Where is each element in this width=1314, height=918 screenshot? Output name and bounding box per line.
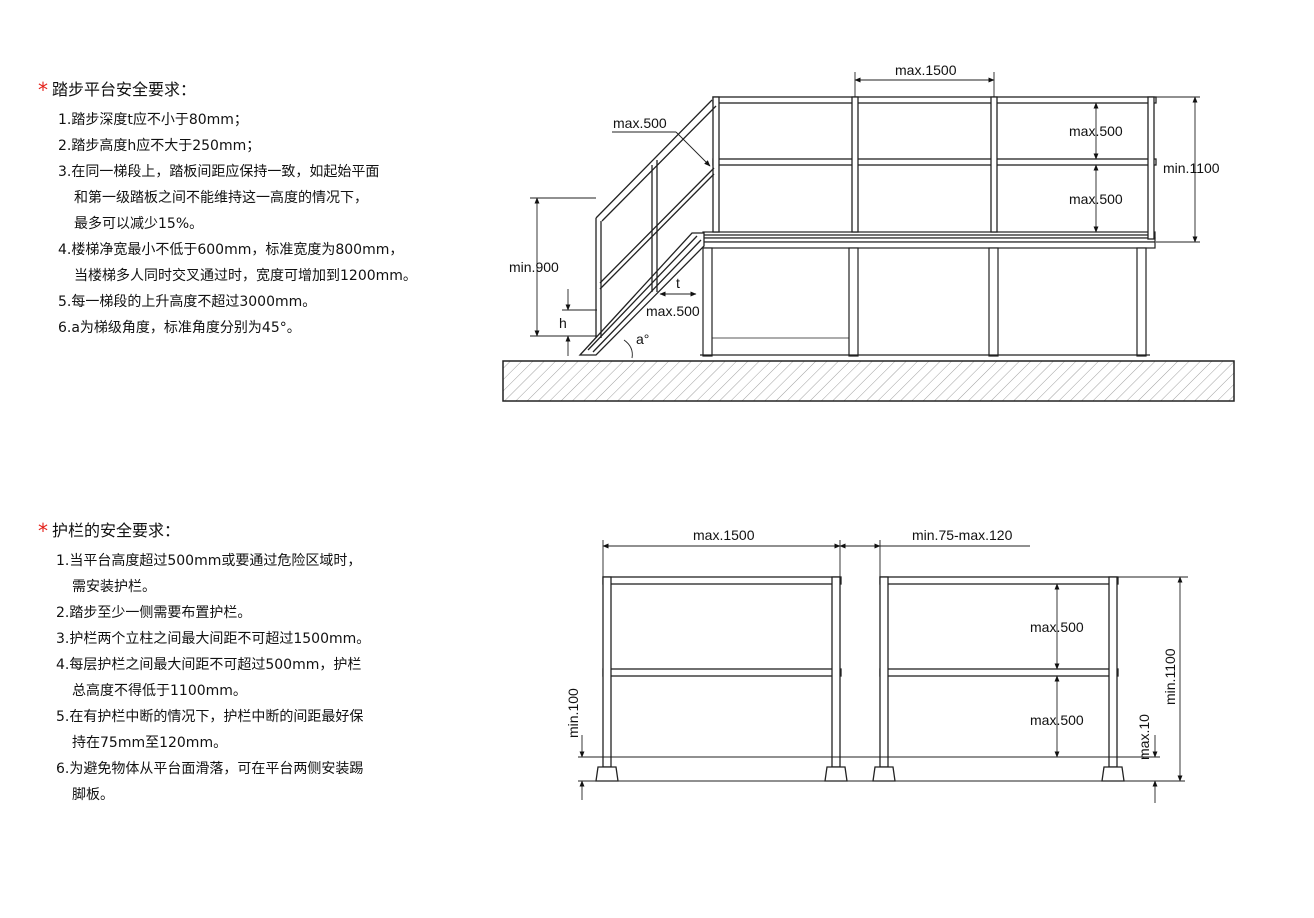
label-total-height: min.1100 xyxy=(1163,160,1220,176)
stair-stringer xyxy=(578,232,705,356)
rail-requirements-list: 1.当平台高度超过500mm或要通过危险区域时， 需安装护栏。 2.踏步至少一侧需要… xyxy=(38,548,370,808)
requirement-item: 3.护栏两个立柱之间最大间距不可超过1500mm。 xyxy=(56,631,371,647)
requirement-item-continued: 和第一级踏板之间不能维持这一高度的情况下， xyxy=(74,190,368,206)
label-angle: a° xyxy=(636,331,649,347)
label-rail-gap-upper-2: max.500 xyxy=(1030,619,1084,635)
platform-guardrail xyxy=(712,96,1157,240)
asterisk-icon: * xyxy=(38,519,48,543)
dim-diagonal xyxy=(612,131,711,167)
dim-total-height xyxy=(1156,96,1200,243)
requirement-item-continued: 需安装护栏。 xyxy=(72,579,156,595)
stair-title: 踏步平台安全要求： xyxy=(52,80,197,99)
rail-title: 护栏的安全要求： xyxy=(52,521,181,540)
label-diagonal: max.500 xyxy=(613,115,667,131)
requirement-item-continued: 脚板。 xyxy=(72,787,114,803)
label-rail-gap-upper: max.500 xyxy=(1069,123,1123,139)
guardrail-left-panel xyxy=(595,576,848,782)
stair-handrail xyxy=(595,99,717,338)
requirement-item: 1.踏步深度t应不小于80mm； xyxy=(58,112,248,128)
requirement-item-continued: 总高度不得低于1100mm。 xyxy=(72,683,247,699)
requirement-item: 4.楼梯净宽最小不低于600mm，标准宽度为800mm， xyxy=(58,242,404,258)
label-toe-gap: max.10 xyxy=(1136,714,1152,760)
label-min-height: min.100 xyxy=(565,688,581,738)
label-total-height-2: min.1100 xyxy=(1162,648,1178,705)
requirement-item: 2.踏步高度h应不大于250mm； xyxy=(58,138,261,154)
requirement-item: 6.a为梯级角度，标准角度分别为45°。 xyxy=(58,320,301,336)
angle-arc xyxy=(623,339,633,359)
label-rail-gap-lower: max.500 xyxy=(1069,191,1123,207)
label-stair-rail-height: min.900 xyxy=(509,259,559,275)
label-stair-width: max.500 xyxy=(646,303,700,319)
requirement-item: 5.在有护栏中断的情况下，护栏中断的间距最好保 xyxy=(56,709,364,725)
requirement-item-continued: 最多可以减少15%。 xyxy=(74,216,204,232)
requirement-item-continued: 持在75mm至120mm。 xyxy=(72,735,228,751)
stair-requirements-list: 1.踏步深度t应不小于80mm； 2.踏步高度h应不大于250mm； 3.在同一梯段… xyxy=(38,107,417,341)
label-gap: min.75-max.120 xyxy=(912,527,1013,543)
rail-requirements: *护栏的安全要求： 1.当平台高度超过500mm或要通过危险区域时， 需安装护栏。… xyxy=(38,521,370,808)
requirement-item: 6.为避免物体从平台面滑落，可在平台两侧安装踢 xyxy=(56,761,364,777)
requirement-item: 5.每一梯段的上升高度不超过3000mm。 xyxy=(58,294,317,310)
dim-guardrail xyxy=(579,540,1188,803)
requirement-item-continued: 当楼梯多人同时交叉通过时，宽度可增加到1200mm。 xyxy=(74,268,417,284)
platform-deck xyxy=(702,231,1156,249)
dim-riser xyxy=(562,289,597,356)
platform-legs xyxy=(700,247,1150,357)
requirement-item: 1.当平台高度超过500mm或要通过危险区域时， xyxy=(56,553,362,569)
label-tread: t xyxy=(676,275,680,291)
label-post-span: max.1500 xyxy=(693,527,755,543)
stair-platform-diagram xyxy=(502,72,1235,402)
asterisk-icon: * xyxy=(38,78,48,102)
label-riser: h xyxy=(559,315,567,331)
rail-requirements-heading: *护栏的安全要求： xyxy=(38,521,370,541)
guardrail-floor xyxy=(578,756,1185,782)
requirement-item: 4.每层护栏之间最大间距不可超过500mm，护栏 xyxy=(56,657,362,673)
requirement-item: 2.踏步至少一侧需要布置护栏。 xyxy=(56,605,252,621)
stair-requirements-heading: *踏步平台安全要求： xyxy=(38,80,417,100)
requirement-item: 3.在同一梯段上，踏板间距应保持一致，如起始平面 xyxy=(58,164,380,180)
stair-requirements: *踏步平台安全要求： 1.踏步深度t应不小于80mm； 2.踏步高度h应不大于25… xyxy=(38,80,417,341)
dim-top-span xyxy=(854,72,995,97)
guardrail-diagram xyxy=(578,540,1188,803)
label-top-span: max.1500 xyxy=(895,62,957,78)
guardrail-right-panel xyxy=(872,576,1125,782)
ground xyxy=(502,360,1235,402)
label-rail-gap-lower-2: max.500 xyxy=(1030,712,1084,728)
